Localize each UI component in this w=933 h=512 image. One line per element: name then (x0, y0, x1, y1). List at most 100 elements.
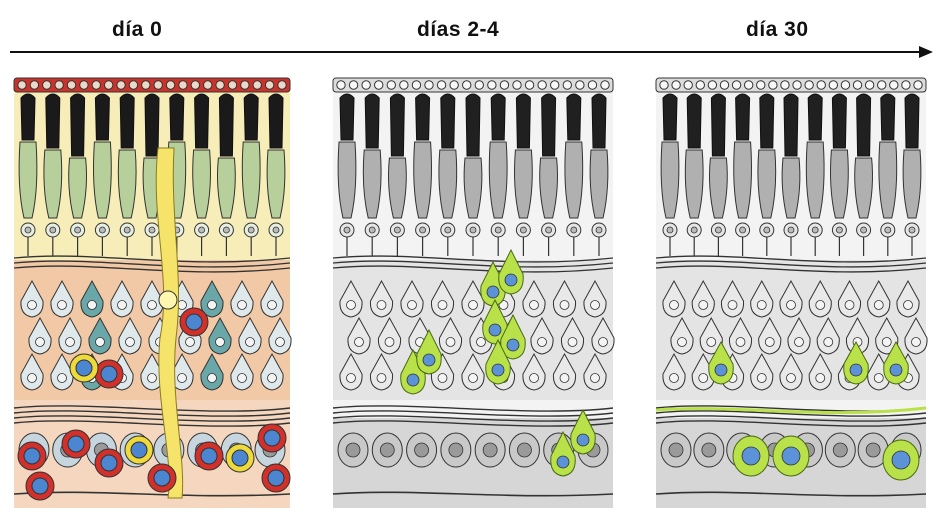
band-disc (588, 81, 596, 89)
photoreceptor-outer-segment (542, 94, 556, 156)
immune-cell-nucleus (154, 470, 170, 486)
band-disc (216, 81, 224, 89)
neuron-nucleus (824, 338, 833, 347)
band-disc (865, 81, 873, 89)
neuron-nucleus (58, 301, 67, 310)
band-disc (265, 81, 273, 89)
neuron-nucleus (670, 301, 679, 310)
photoreceptor-inner-segment (734, 142, 752, 218)
band-disc (349, 81, 357, 89)
retina-panel-days-2-4 (333, 78, 614, 508)
neuron-nucleus (208, 374, 217, 383)
band-disc (400, 81, 408, 89)
band-disc (204, 81, 212, 89)
band-disc (829, 81, 837, 89)
photoreceptor-nucleolus (546, 227, 552, 233)
neuron-nucleus (874, 301, 883, 310)
band-disc (769, 81, 777, 89)
retina-panel-day-0 (14, 78, 291, 508)
neuron-nucleus (385, 338, 394, 347)
photoreceptor-inner-segment (94, 142, 112, 218)
progenitor-nucleus (557, 456, 569, 468)
neuron-nucleus (816, 374, 825, 383)
photoreceptor-outer-segment (466, 94, 480, 156)
regenerated-neuron-nucleus (715, 364, 727, 376)
neuron-nucleus (912, 338, 921, 347)
photoreceptor-inner-segment (685, 150, 703, 218)
photoreceptor-inner-segment (193, 150, 211, 218)
ganglion-nucleus (449, 443, 463, 457)
neuron-nucleus (477, 338, 486, 347)
immune-cell-nucleus (268, 470, 284, 486)
photoreceptor-nucleolus (344, 227, 350, 233)
band-disc (179, 81, 187, 89)
band-disc (166, 81, 174, 89)
immune-cell-nucleus (101, 366, 117, 382)
photoreceptor-outer-segment (857, 94, 871, 156)
band-disc (412, 81, 420, 89)
band-disc (914, 81, 922, 89)
band-disc (228, 81, 236, 89)
neuron-nucleus (538, 338, 547, 347)
photoreceptor-inner-segment (242, 142, 260, 218)
photoreceptor-nucleolus (99, 227, 105, 233)
band-disc (551, 81, 559, 89)
band-disc (841, 81, 849, 89)
band-disc (278, 81, 286, 89)
neuron-nucleus (377, 301, 386, 310)
photoreceptor-outer-segment (46, 94, 60, 148)
immune-cell-nucleus (131, 442, 147, 458)
photoreceptor-inner-segment (590, 150, 608, 218)
band-disc (793, 81, 801, 89)
progenitor-nucleus (492, 364, 504, 376)
neuron-nucleus (268, 374, 277, 383)
photoreceptor-nucleolus (25, 227, 31, 233)
photoreceptor-nucleolus (124, 227, 130, 233)
band-disc (191, 81, 199, 89)
photoreceptor-outer-segment (441, 94, 455, 148)
neuron-nucleus (66, 338, 75, 347)
photoreceptor-inner-segment (710, 158, 728, 218)
band-disc (708, 81, 716, 89)
photoreceptor-inner-segment (782, 158, 800, 218)
band-disc (55, 81, 63, 89)
band-disc (18, 81, 26, 89)
neuron-nucleus (568, 338, 577, 347)
photoreceptor-nucleolus (571, 227, 577, 233)
photoreceptor-outer-segment (592, 94, 606, 148)
neuron-nucleus (591, 301, 600, 310)
band-disc (241, 81, 249, 89)
neuron-nucleus (148, 301, 157, 310)
neuron-nucleus (118, 301, 127, 310)
ganglion-nucleus (380, 443, 394, 457)
muller-glia-nucleus (159, 291, 177, 309)
neuron-nucleus (96, 338, 105, 347)
immune-cell-nucleus (232, 450, 248, 466)
neuron-nucleus (347, 374, 356, 383)
neuron-nucleus (408, 301, 417, 310)
band-disc (805, 81, 813, 89)
photoreceptor-nucleolus (199, 227, 205, 233)
band-disc (890, 81, 898, 89)
photoreceptor-outer-segment (663, 94, 677, 140)
band-disc (129, 81, 137, 89)
band-disc (720, 81, 728, 89)
band-disc (337, 81, 345, 89)
photoreceptor-inner-segment (363, 150, 381, 218)
photoreceptor-outer-segment (808, 94, 822, 140)
photoreceptor-nucleolus (788, 227, 794, 233)
photoreceptor-inner-segment (44, 150, 62, 218)
band-disc (67, 81, 75, 89)
band-disc (475, 81, 483, 89)
neuron-nucleus (736, 338, 745, 347)
photoreceptor-inner-segment (879, 142, 897, 218)
neuron-nucleus (699, 374, 708, 383)
photoreceptor-nucleolus (764, 227, 770, 233)
ganglion-nucleus (346, 443, 360, 457)
photoreceptor-outer-segment (71, 94, 85, 156)
neuron-nucleus (560, 374, 569, 383)
band-disc (660, 81, 668, 89)
band-disc (732, 81, 740, 89)
neuron-nucleus (728, 301, 737, 310)
